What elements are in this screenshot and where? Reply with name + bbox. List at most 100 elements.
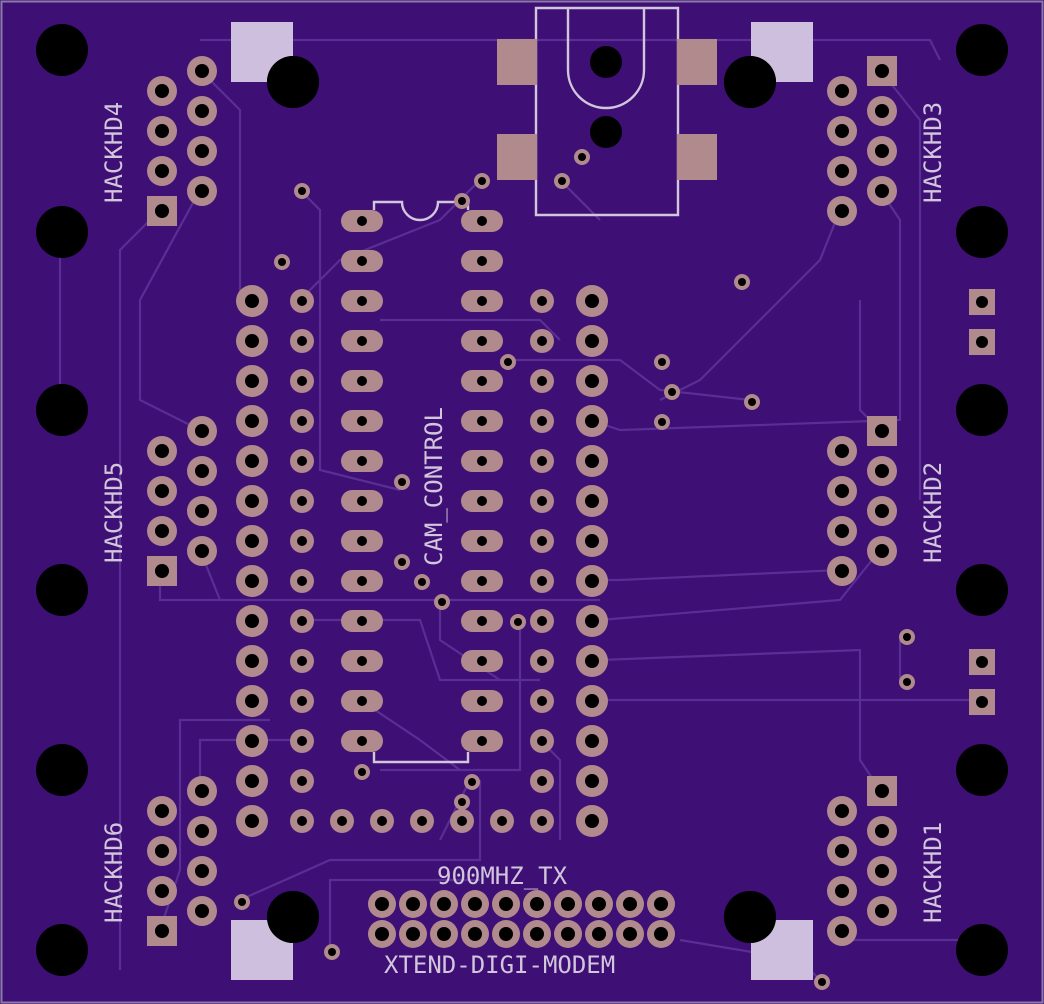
ic-pin-left-8-drill xyxy=(357,536,367,546)
trace-4 xyxy=(879,69,922,500)
ic-pin-right-1-drill xyxy=(477,256,487,266)
trace-3 xyxy=(299,189,401,492)
mount-hole-14 xyxy=(267,891,319,943)
header-hackhd4-pin-b0-drill xyxy=(195,64,209,78)
switch-smd-pad-1 xyxy=(677,39,717,85)
modem-pin-bot-6-drill xyxy=(561,927,575,941)
header-hackhd5-pin-b0-drill xyxy=(195,424,209,438)
via-12-drill xyxy=(398,478,406,486)
via-10-drill xyxy=(658,418,666,426)
ic-pin-right-3-drill xyxy=(477,336,487,346)
col-a-pin-13-drill xyxy=(245,814,259,828)
col-d-pin-2-drill xyxy=(585,374,599,388)
via-23-drill xyxy=(328,948,336,956)
modem-pin-top-1-drill xyxy=(406,897,420,911)
mount-hole-12 xyxy=(267,56,319,108)
trace-25 xyxy=(200,38,941,61)
header-hackhd2-pin-a0-drill xyxy=(835,444,849,458)
modem-pin-top-4-drill xyxy=(499,897,513,911)
trace-12 xyxy=(599,648,881,791)
col-c-pin-10-drill xyxy=(537,696,547,706)
via-16-drill xyxy=(514,618,522,626)
col-a-pin-3-drill xyxy=(245,414,259,428)
header-hackhd3-pin-a3-drill xyxy=(835,204,849,218)
trace-7 xyxy=(589,189,902,432)
modem-pin-bot-0-drill xyxy=(375,927,389,941)
switch-lever-outline xyxy=(566,8,646,110)
col-a-pin-4-drill xyxy=(245,454,259,468)
header-hackhd2-pin-a1-drill xyxy=(835,484,849,498)
bottom-row-pin-2-drill xyxy=(417,816,427,826)
col-d-pin-1-drill xyxy=(585,334,599,348)
modem-pin-bot-3-drill xyxy=(468,927,482,941)
ic-pin-left-10-drill xyxy=(357,616,367,626)
header-hackhd2-pin-a3-drill xyxy=(835,564,849,578)
header-hackhd4-pin-a0-drill xyxy=(155,84,169,98)
label-hackhd6: HACKHD6 xyxy=(100,822,128,923)
mount-hole-9 xyxy=(956,744,1008,796)
header-hackhd4-pin-b1-drill xyxy=(195,104,209,118)
ic-pin-right-11-drill xyxy=(477,656,487,666)
col-b-pin-11-drill xyxy=(297,736,307,746)
header-hackhd3-pin-b3-drill xyxy=(875,184,889,198)
col-b-pin-7-drill xyxy=(297,576,307,586)
via-1-drill xyxy=(278,258,286,266)
header-hackhd3-pin-a0-drill xyxy=(835,84,849,98)
col-a-pin-10-drill xyxy=(245,694,259,708)
col-c-pin-9-drill xyxy=(537,656,547,666)
mount-hole-16 xyxy=(590,46,622,78)
mount-hole-0 xyxy=(36,24,88,76)
modem-pin-top-9-drill xyxy=(654,897,668,911)
edge-pad-1-drill xyxy=(976,336,988,348)
ic-pin-left-13-drill xyxy=(357,736,367,746)
label-hackhd2: HACKHD2 xyxy=(919,462,947,563)
header-hackhd5-pin-sq-drill xyxy=(155,564,169,578)
modem-pin-bot-2-drill xyxy=(437,927,451,941)
modem-pin-bot-7-drill xyxy=(592,927,606,941)
col-d-pin-6-drill xyxy=(585,534,599,548)
header-hackhd6-pin-sq-drill xyxy=(155,924,169,938)
col-b-pin-10-drill xyxy=(297,696,307,706)
via-22-drill xyxy=(238,898,246,906)
col-b-pin-1-drill xyxy=(297,336,307,346)
col-c-pin-2-drill xyxy=(537,376,547,386)
col-b-pin-3-drill xyxy=(297,416,307,426)
header-hackhd1-pin-b3-drill xyxy=(875,904,889,918)
trace-2 xyxy=(138,189,201,431)
header-hackhd1-pin-a3-drill xyxy=(835,924,849,938)
header-hackhd5-pin-a0-drill xyxy=(155,444,169,458)
header-hackhd3-pin-sq-drill xyxy=(875,64,889,78)
ic-pin-right-7-drill xyxy=(477,496,487,506)
via-0-drill xyxy=(298,187,306,195)
ic-notch-outline xyxy=(372,200,470,222)
ic-pin-left-5-drill xyxy=(357,416,367,426)
trace-1 xyxy=(199,69,242,300)
mount-hole-2 xyxy=(36,206,88,258)
col-b-pin-4-drill xyxy=(297,456,307,466)
edge-pad-3-drill xyxy=(976,696,988,708)
modem-pin-bot-5-drill xyxy=(530,927,544,941)
mount-hole-13 xyxy=(724,56,776,108)
via-14-drill xyxy=(418,578,426,586)
ic-pin-right-10-drill xyxy=(477,616,487,626)
header-hackhd6-pin-b0-drill xyxy=(195,784,209,798)
col-b-pin-6-drill xyxy=(297,536,307,546)
col-a-pin-6-drill xyxy=(245,534,259,548)
col-c-pin-4-drill xyxy=(537,456,547,466)
label-hackhd4: HACKHD4 xyxy=(100,102,128,203)
ic-pin-left-3-drill xyxy=(357,336,367,346)
mount-hole-15 xyxy=(724,891,776,943)
trace-29 xyxy=(439,779,471,841)
trace-5 xyxy=(659,209,842,401)
ic-pin-right-5-drill xyxy=(477,416,487,426)
header-hackhd2-pin-b3-drill xyxy=(875,544,889,558)
ic-pin-right-2-drill xyxy=(477,296,487,306)
header-hackhd2-pin-a2-drill xyxy=(835,524,849,538)
ic-pin-right-0-drill xyxy=(477,216,487,226)
ic-pin-right-13-drill xyxy=(477,736,487,746)
header-hackhd5-pin-a2-drill xyxy=(155,524,169,538)
label-hackhd5: HACKHD5 xyxy=(100,462,128,563)
col-b-pin-13-drill xyxy=(297,816,307,826)
